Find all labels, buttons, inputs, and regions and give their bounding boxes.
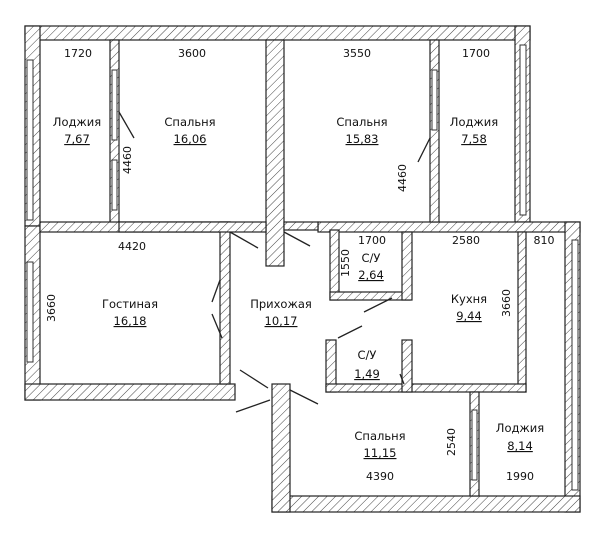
dim-living-width: 4420 — [118, 240, 146, 253]
dimension-labels: 1720 3600 3550 1700 4460 4460 4420 3660 … — [45, 47, 555, 483]
room-name-bathroom-2: С/У — [358, 348, 377, 362]
dim-loggia1-width: 1720 — [64, 47, 92, 60]
room-area-hall: 10,17 — [265, 314, 298, 328]
outer-walls — [24, 25, 581, 513]
room-area-bedroom-1: 16,06 — [174, 132, 207, 146]
dim-kitchen-depth: 3660 — [500, 289, 513, 317]
room-name-bedroom-3: Спальня — [354, 429, 405, 443]
windows — [26, 44, 579, 491]
room-name-hall: Прихожая — [250, 297, 312, 311]
dim-bath1-depth: 1550 — [339, 249, 352, 277]
room-area-bathroom-1: 2,64 — [358, 268, 384, 282]
room-name-loggia-2: Лоджия — [450, 115, 498, 129]
room-name-bedroom-2: Спальня — [336, 115, 387, 129]
room-area-bathroom-2: 1,49 — [354, 367, 380, 381]
doors — [118, 111, 431, 413]
dim-loggia2-width: 1700 — [462, 47, 490, 60]
dim-bedroom1-width: 3600 — [178, 47, 206, 60]
dim-bedroom3-depth: 2540 — [445, 428, 458, 456]
room-name-bedroom-1: Спальня — [164, 115, 215, 129]
room-area-bedroom-2: 15,83 — [346, 132, 379, 146]
room-name-loggia-3: Лоджия — [496, 421, 544, 435]
room-area-loggia-1: 7,67 — [64, 132, 90, 146]
dim-loggia3-top: 810 — [534, 234, 555, 247]
room-area-kitchen: 9,44 — [456, 309, 482, 323]
room-area-loggia-3: 8,14 — [507, 439, 533, 453]
dim-bedroom2-width: 3550 — [343, 47, 371, 60]
room-area-bedroom-3: 11,15 — [364, 446, 397, 460]
dim-living-depth: 3660 — [45, 294, 58, 322]
dim-bedroom2-depth: 4460 — [396, 164, 409, 192]
room-name-bathroom-1: С/У — [362, 251, 381, 265]
room-labels: Лоджия 7,67 Спальня 16,06 Спальня 15,83 … — [53, 115, 544, 460]
dim-bedroom1-depth: 4460 — [121, 146, 134, 174]
dim-kitchen-width: 2580 — [452, 234, 480, 247]
dim-bath1-width: 1700 — [358, 234, 386, 247]
dim-loggia3-width: 1990 — [506, 470, 534, 483]
room-name-kitchen: Кухня — [451, 292, 487, 306]
dim-bedroom3-width: 4390 — [366, 470, 394, 483]
room-name-loggia-1: Лоджия — [53, 115, 101, 129]
room-area-loggia-2: 7,58 — [461, 132, 487, 146]
room-name-living: Гостиная — [102, 297, 158, 311]
room-area-living: 16,18 — [114, 314, 147, 328]
